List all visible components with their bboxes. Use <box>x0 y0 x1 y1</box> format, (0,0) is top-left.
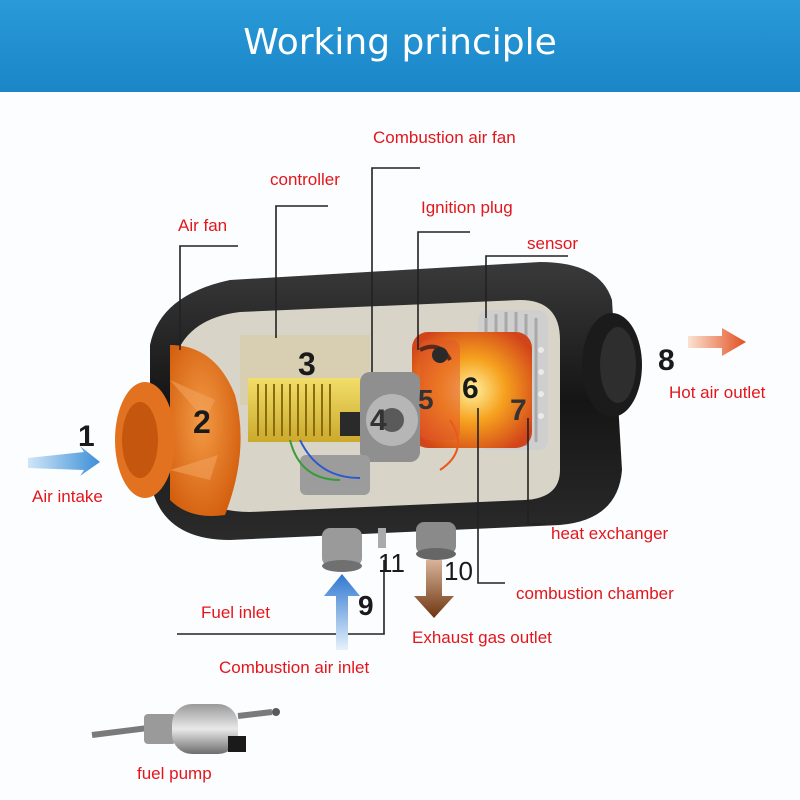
label-air-fan: Air fan <box>178 216 228 235</box>
label-ignition-plug: Ignition plug <box>421 198 513 217</box>
number-3: 3 <box>298 346 316 382</box>
exhaust-gas-outlet-arrow <box>414 560 454 618</box>
bottom-pipes <box>322 522 456 572</box>
page-title: Working principle <box>243 22 557 63</box>
title-banner <box>0 0 800 92</box>
number-10: 10 <box>444 556 473 586</box>
number-4: 4 <box>370 404 387 437</box>
number-8: 8 <box>658 344 675 377</box>
label-combustion-air-inlet: Combustion air inlet <box>219 658 370 677</box>
number-9: 9 <box>358 590 374 621</box>
number-7: 7 <box>510 394 527 427</box>
label-combustion-chamber: combustion chamber <box>516 584 674 603</box>
number-6: 6 <box>462 372 479 405</box>
label-controller: controller <box>270 170 340 189</box>
air-intake-arrow <box>28 446 100 476</box>
number-5: 5 <box>418 384 434 415</box>
combustion-air-fan <box>300 372 420 495</box>
ignition-plug <box>419 344 452 363</box>
wiring <box>289 419 459 481</box>
air-fan <box>115 345 241 516</box>
leader-lines <box>177 167 568 635</box>
number-1: 1 <box>78 420 95 453</box>
label-combustion-air-fan: Combustion air fan <box>373 128 516 147</box>
label-heat-exchanger: heat exchanger <box>551 524 669 543</box>
hot-air-outlet-arrow <box>688 328 746 356</box>
label-fuel-inlet: Fuel inlet <box>201 603 270 622</box>
label-air-intake: Air intake <box>32 487 103 506</box>
label-fuel-pump: fuel pump <box>137 764 212 783</box>
hot-air-outlet-nozzle <box>582 313 642 417</box>
combustion-air-inlet-arrow <box>324 574 360 650</box>
controller-board <box>240 335 370 442</box>
label-hot-air-outlet: Hot air outlet <box>669 383 766 402</box>
label-sensor: sensor <box>527 234 579 253</box>
number-2: 2 <box>193 404 211 440</box>
fuel-pump-illustration <box>91 704 280 754</box>
label-exhaust-gas-outlet: Exhaust gas outlet <box>412 628 552 647</box>
number-11: 11 <box>378 548 405 578</box>
